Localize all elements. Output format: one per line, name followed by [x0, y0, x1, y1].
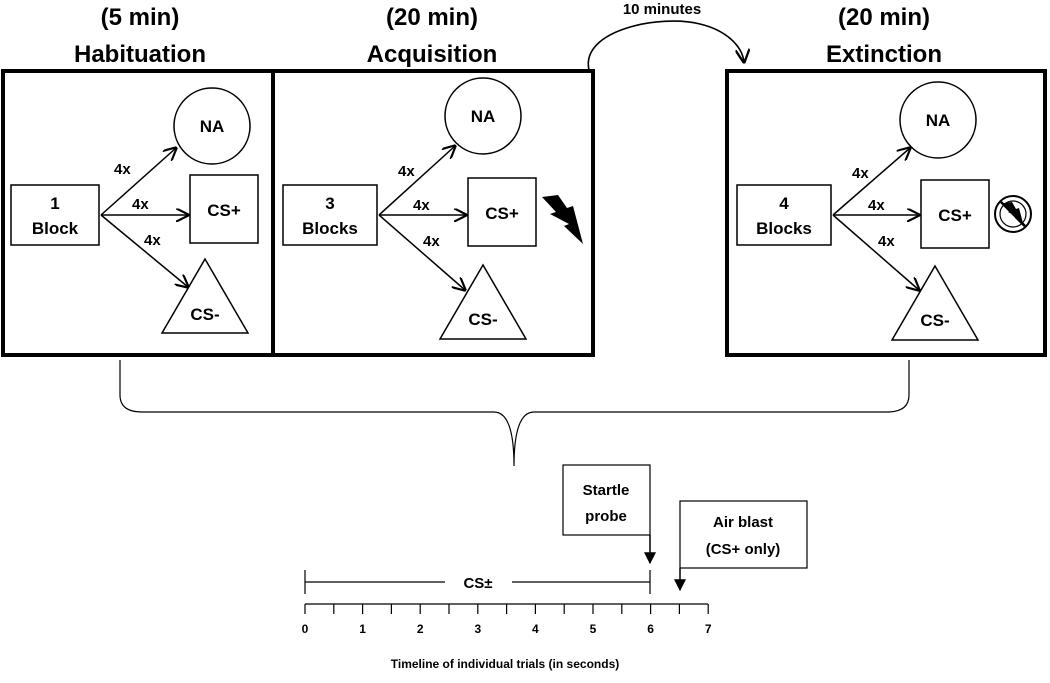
- startle-probe-box: [562, 464, 651, 536]
- block-count: 4: [779, 194, 789, 213]
- block-unit: Blocks: [302, 219, 358, 238]
- na-label: NA: [471, 107, 496, 126]
- repeat-label: 4x: [144, 232, 161, 249]
- phase-acquisition: (20 min) Acquisition 3 Blocks NA CS+ CS-…: [271, 4, 595, 357]
- timeline-tick-label: 1: [359, 622, 366, 636]
- cs-label: CS±: [463, 575, 492, 592]
- arrow-to-na: [832, 148, 910, 216]
- repeat-label: 4x: [413, 197, 430, 214]
- airblast-box: [679, 500, 808, 569]
- startle-label-1: Startle: [583, 482, 630, 499]
- timeline-tick-label: 2: [417, 622, 424, 636]
- na-label: NA: [926, 111, 951, 130]
- csplus-square: [920, 179, 990, 249]
- csplus-square: [189, 174, 259, 244]
- phase-duration: (20 min): [838, 4, 930, 31]
- csminus-triangle: [890, 264, 980, 341]
- repeat-label: 4x: [114, 161, 131, 178]
- block-count: 3: [325, 194, 334, 213]
- na-circle: [899, 81, 977, 159]
- block-unit: Blocks: [756, 219, 812, 238]
- timeline-tick-label: 0: [302, 622, 309, 636]
- timeline-tick-label: 6: [647, 622, 654, 636]
- csplus-square: [467, 177, 537, 247]
- timeline-tick-label: 4: [532, 622, 539, 636]
- phase-extinction: (20 min) Extinction 4 Blocks NA CS+ CS- …: [725, 4, 1047, 357]
- no-shock-icon: [994, 195, 1032, 233]
- phase-habituation: (5 min) Habituation 1 Block NA CS+ CS- 4…: [1, 4, 275, 357]
- airblast-label-2: (CS+ only): [706, 541, 781, 558]
- csminus-label: CS-: [920, 311, 949, 330]
- timeline-ticks: 0 1 2 3 4 5 6 7: [302, 604, 712, 636]
- timeline-caption: Timeline of individual trials (in second…: [391, 657, 620, 671]
- csplus-label: CS+: [485, 204, 519, 223]
- arrow-to-csminus: [100, 214, 188, 287]
- phase-title: Acquisition: [367, 41, 498, 68]
- brace: [119, 360, 910, 467]
- block-box: [282, 184, 378, 246]
- timeline-tick-label: 7: [705, 622, 712, 636]
- phase-box: [725, 69, 1047, 357]
- timeline-tick-label: 5: [590, 622, 597, 636]
- repeat-label: 4x: [423, 233, 440, 250]
- na-label: NA: [200, 117, 225, 136]
- na-circle: [444, 77, 522, 155]
- arrow-to-na: [100, 148, 176, 216]
- block-unit: Block: [32, 219, 79, 238]
- phase-duration: (20 min): [386, 4, 478, 31]
- break-arrow: 10 minutes: [587, 1, 744, 71]
- curved-arrow: [587, 20, 744, 71]
- arrow-to-csminus: [832, 214, 919, 290]
- startle-label-2: probe: [585, 508, 627, 525]
- arrow-to-na: [378, 146, 455, 216]
- phase-box: [271, 69, 595, 357]
- csminus-triangle: [160, 257, 250, 334]
- trial-timeline: Startle probe Air blast (CS+ only) CS± 0…: [302, 464, 808, 671]
- break-label: 10 minutes: [623, 1, 701, 18]
- repeat-label: 4x: [852, 165, 869, 182]
- phase-title: Habituation: [74, 41, 206, 68]
- airblast-label-1: Air blast: [713, 514, 773, 531]
- block-box: [736, 184, 832, 246]
- block-count: 1: [50, 194, 59, 213]
- csplus-label: CS+: [938, 206, 972, 225]
- csminus-label: CS-: [190, 305, 219, 324]
- repeat-label: 4x: [398, 163, 415, 180]
- phase-duration: (5 min): [101, 4, 180, 31]
- repeat-label: 4x: [878, 233, 895, 250]
- block-box: [10, 184, 100, 246]
- csminus-label: CS-: [468, 310, 497, 329]
- lightning-bolt-icon: [542, 195, 583, 244]
- csminus-triangle: [438, 263, 528, 340]
- phase-title: Extinction: [826, 41, 942, 68]
- arrow-to-csminus: [378, 214, 465, 290]
- na-circle: [173, 87, 251, 165]
- repeat-label: 4x: [868, 197, 885, 214]
- timeline-tick-label: 3: [474, 622, 481, 636]
- csplus-label: CS+: [207, 201, 241, 220]
- repeat-label: 4x: [132, 196, 149, 213]
